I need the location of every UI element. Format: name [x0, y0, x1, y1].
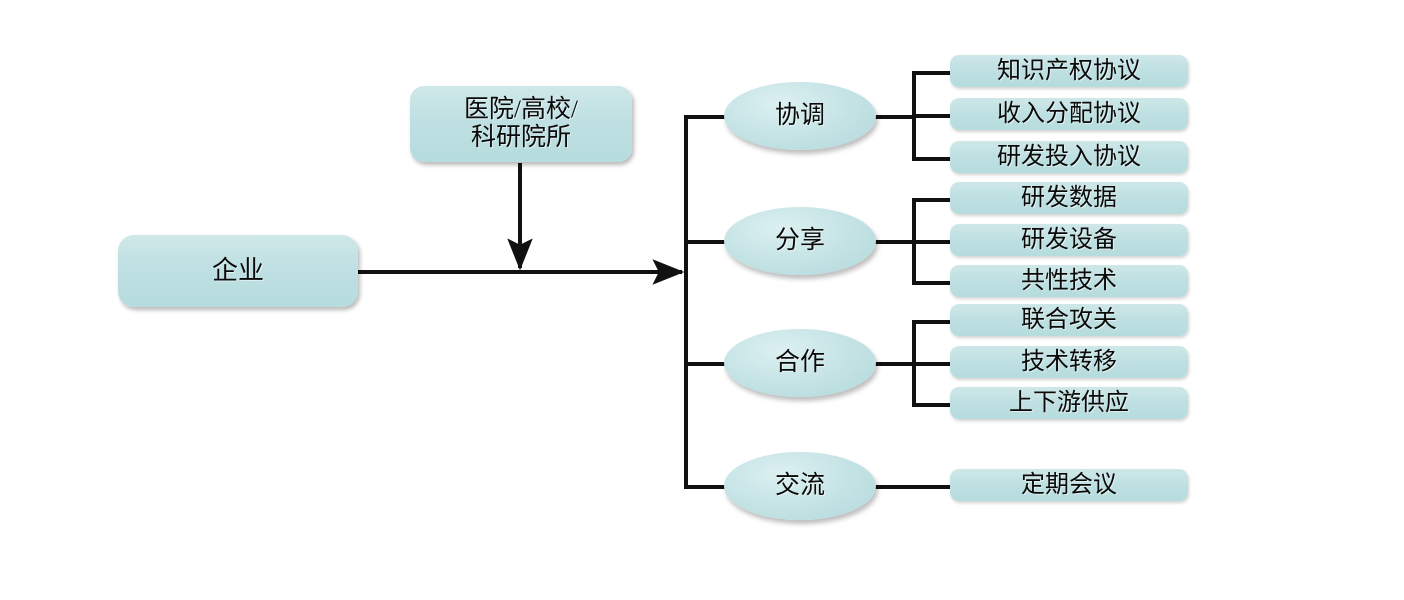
leaf-cooperation-3[interactable]: 上下游供应 — [950, 387, 1188, 419]
branch-exchange[interactable]: 交流 — [724, 452, 876, 520]
leaf-coordination-3[interactable]: 研发投入协议 — [950, 141, 1188, 173]
node-institution[interactable]: 医院/高校/ 科研院所 — [410, 86, 632, 162]
branch-link-cooperation — [874, 362, 916, 366]
node-enterprise[interactable]: 企业 — [118, 235, 358, 307]
leaf-sharing-3[interactable]: 共性技术 — [950, 265, 1188, 297]
leaf-link-sharing-1 — [912, 198, 952, 202]
leaf-link-coordination-2 — [912, 114, 952, 118]
leaf-link-cooperation-2 — [912, 362, 952, 366]
spine-stub-cooperation — [684, 362, 726, 366]
leaf-link-coordination-1 — [912, 71, 952, 75]
leaf-sharing-2[interactable]: 研发设备 — [950, 224, 1188, 256]
spine-main — [684, 117, 688, 489]
spine-stub-sharing — [684, 240, 726, 244]
leaf-link-coordination-3 — [912, 157, 952, 161]
leaf-cooperation-1[interactable]: 联合攻关 — [950, 304, 1188, 336]
branch-link-sharing — [874, 240, 916, 244]
leaf-sharing-1[interactable]: 研发数据 — [950, 182, 1188, 214]
branch-cooperation[interactable]: 合作 — [724, 329, 876, 397]
leaf-link-cooperation-3 — [912, 403, 952, 407]
leaf-cooperation-2[interactable]: 技术转移 — [950, 346, 1188, 378]
branch-sharing[interactable]: 分享 — [724, 207, 876, 275]
leaf-coordination-1[interactable]: 知识产权协议 — [950, 55, 1188, 87]
leaf-link-exchange-1 — [874, 485, 952, 489]
spine-stub-coordination — [684, 115, 726, 119]
leaf-coordination-2[interactable]: 收入分配协议 — [950, 98, 1188, 130]
spine-stub-exchange — [684, 485, 726, 489]
leaf-link-sharing-3 — [912, 281, 952, 285]
leaf-exchange-1[interactable]: 定期会议 — [950, 469, 1188, 501]
leaf-link-cooperation-1 — [912, 320, 952, 324]
branch-coordination[interactable]: 协调 — [724, 82, 876, 150]
leaf-link-sharing-2 — [912, 240, 952, 244]
branch-link-coordination — [874, 115, 916, 119]
